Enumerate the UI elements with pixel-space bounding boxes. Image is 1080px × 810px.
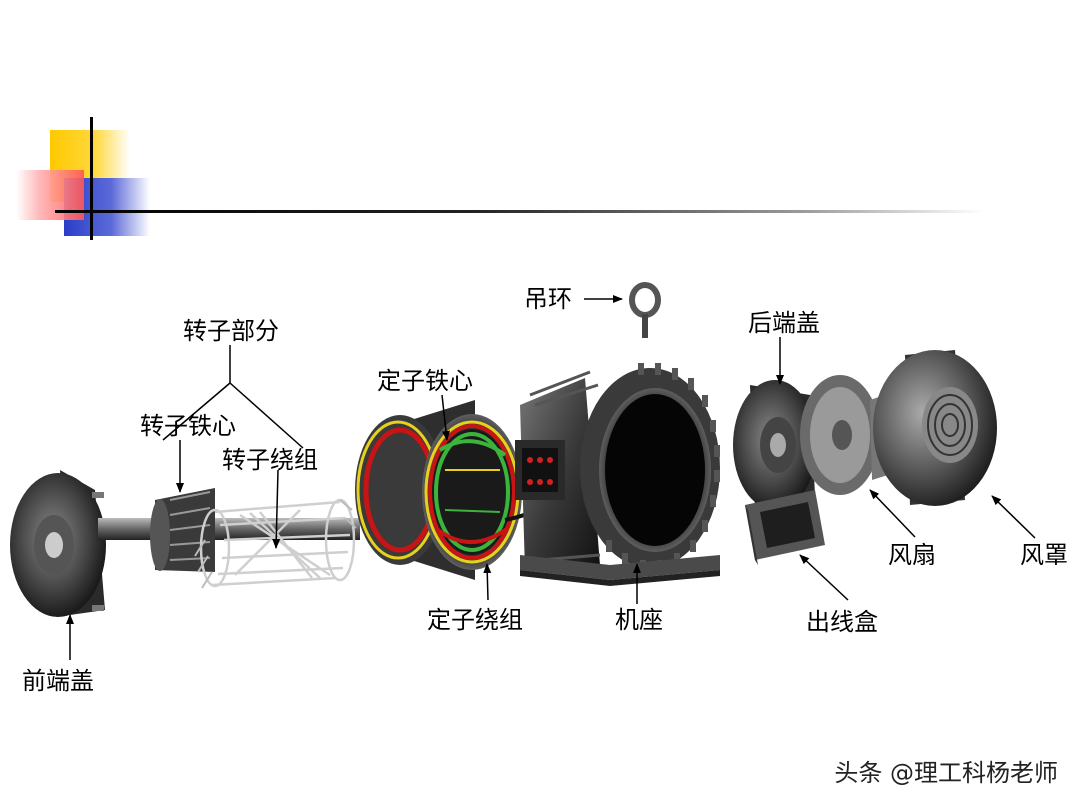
fan-cover-part: [873, 350, 997, 506]
deco-vertical-line: [90, 117, 93, 240]
label-rotor-winding: 转子绕组: [222, 446, 318, 474]
label-frame: 机座: [615, 606, 663, 634]
lifting-ring-part: [629, 282, 661, 338]
junction-box-part: [745, 490, 825, 565]
label-rotor-core: 转子铁心: [140, 412, 236, 440]
rotor-cage: [199, 498, 356, 588]
deco-horizontal-line: [55, 210, 985, 213]
rear-end-cover: [733, 380, 817, 510]
label-junction-box: 出线盒: [806, 608, 878, 636]
label-rear-end-cover: 后端盖: [748, 309, 820, 337]
label-front-end-cover: 前端盖: [22, 667, 94, 695]
front-end-cover: [10, 470, 106, 617]
label-stator-winding: 定子绕组: [427, 606, 523, 634]
stator-assembly: [355, 400, 547, 580]
label-lifting-ring: 吊环: [524, 285, 572, 313]
leader-lines: [66, 295, 1036, 660]
stator-winding: [424, 420, 520, 564]
label-fan: 风扇: [888, 541, 936, 569]
rotor-assembly: [98, 488, 360, 589]
motor-frame: [515, 363, 720, 586]
label-fan-cover: 风罩: [1020, 541, 1068, 569]
label-rotor-part: 转子部分: [183, 317, 279, 345]
label-stator-core: 定子铁心: [377, 367, 473, 395]
watermark-text: 头条 @理工科杨老师: [834, 759, 1058, 787]
fan-part: [800, 375, 888, 495]
